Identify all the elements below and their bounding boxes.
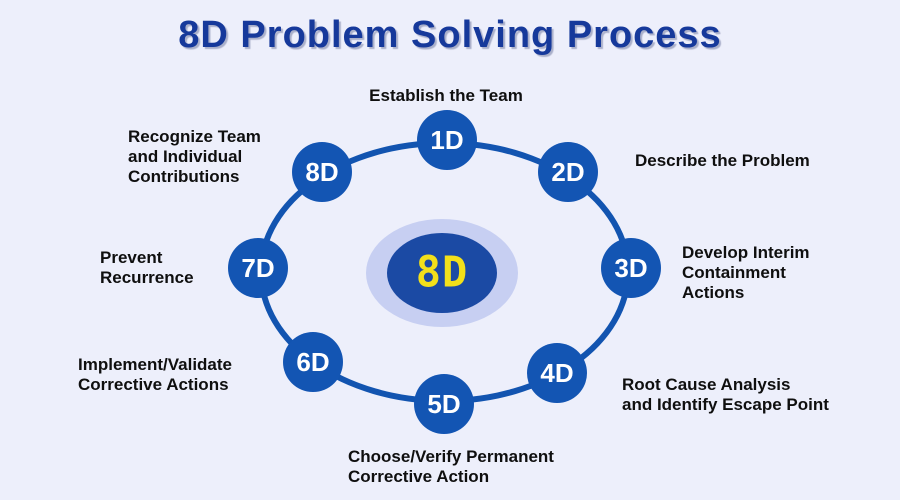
node-5d-id: 5D xyxy=(427,388,461,419)
label-recognize-team-contributions: Recognize Team and Individual Contributi… xyxy=(128,127,261,186)
page-title: 8D Problem Solving Process xyxy=(178,14,722,56)
node-1d: 1D xyxy=(417,110,477,170)
node-6d-id: 6D xyxy=(296,346,330,377)
center-emblem-label: 8D xyxy=(415,246,469,297)
label-prevent-recurrence: Prevent Recurrence xyxy=(100,248,194,287)
label-choose-verify-permanent-corrective-action: Choose/Verify Permanent Corrective Actio… xyxy=(348,447,554,486)
node-4d-id: 4D xyxy=(540,357,574,388)
node-7d: 7D xyxy=(228,238,288,298)
node-7d-id: 7D xyxy=(241,252,275,283)
node-2d: 2D xyxy=(538,142,598,202)
node-8d-id: 8D xyxy=(305,156,339,187)
node-4d: 4D xyxy=(527,343,587,403)
node-3d: 3D xyxy=(601,238,661,298)
label-establish-the-team: Establish the Team xyxy=(369,86,523,105)
center-emblem-halo: 8D xyxy=(366,219,518,327)
node-8d: 8D xyxy=(292,142,352,202)
label-root-cause-analysis: Root Cause Analysis and Identify Escape … xyxy=(622,375,829,414)
label-develop-interim-containment-actions: Develop Interim Containment Actions xyxy=(682,243,810,302)
label-implement-validate-corrective-actions: Implement/Validate Corrective Actions xyxy=(78,355,232,394)
node-5d: 5D xyxy=(414,374,474,434)
label-describe-the-problem: Describe the Problem xyxy=(635,151,810,170)
node-3d-id: 3D xyxy=(614,252,648,283)
node-2d-id: 2D xyxy=(551,156,585,187)
node-1d-id: 1D xyxy=(430,124,464,155)
center-emblem: 8D xyxy=(387,233,497,313)
node-6d: 6D xyxy=(283,332,343,392)
